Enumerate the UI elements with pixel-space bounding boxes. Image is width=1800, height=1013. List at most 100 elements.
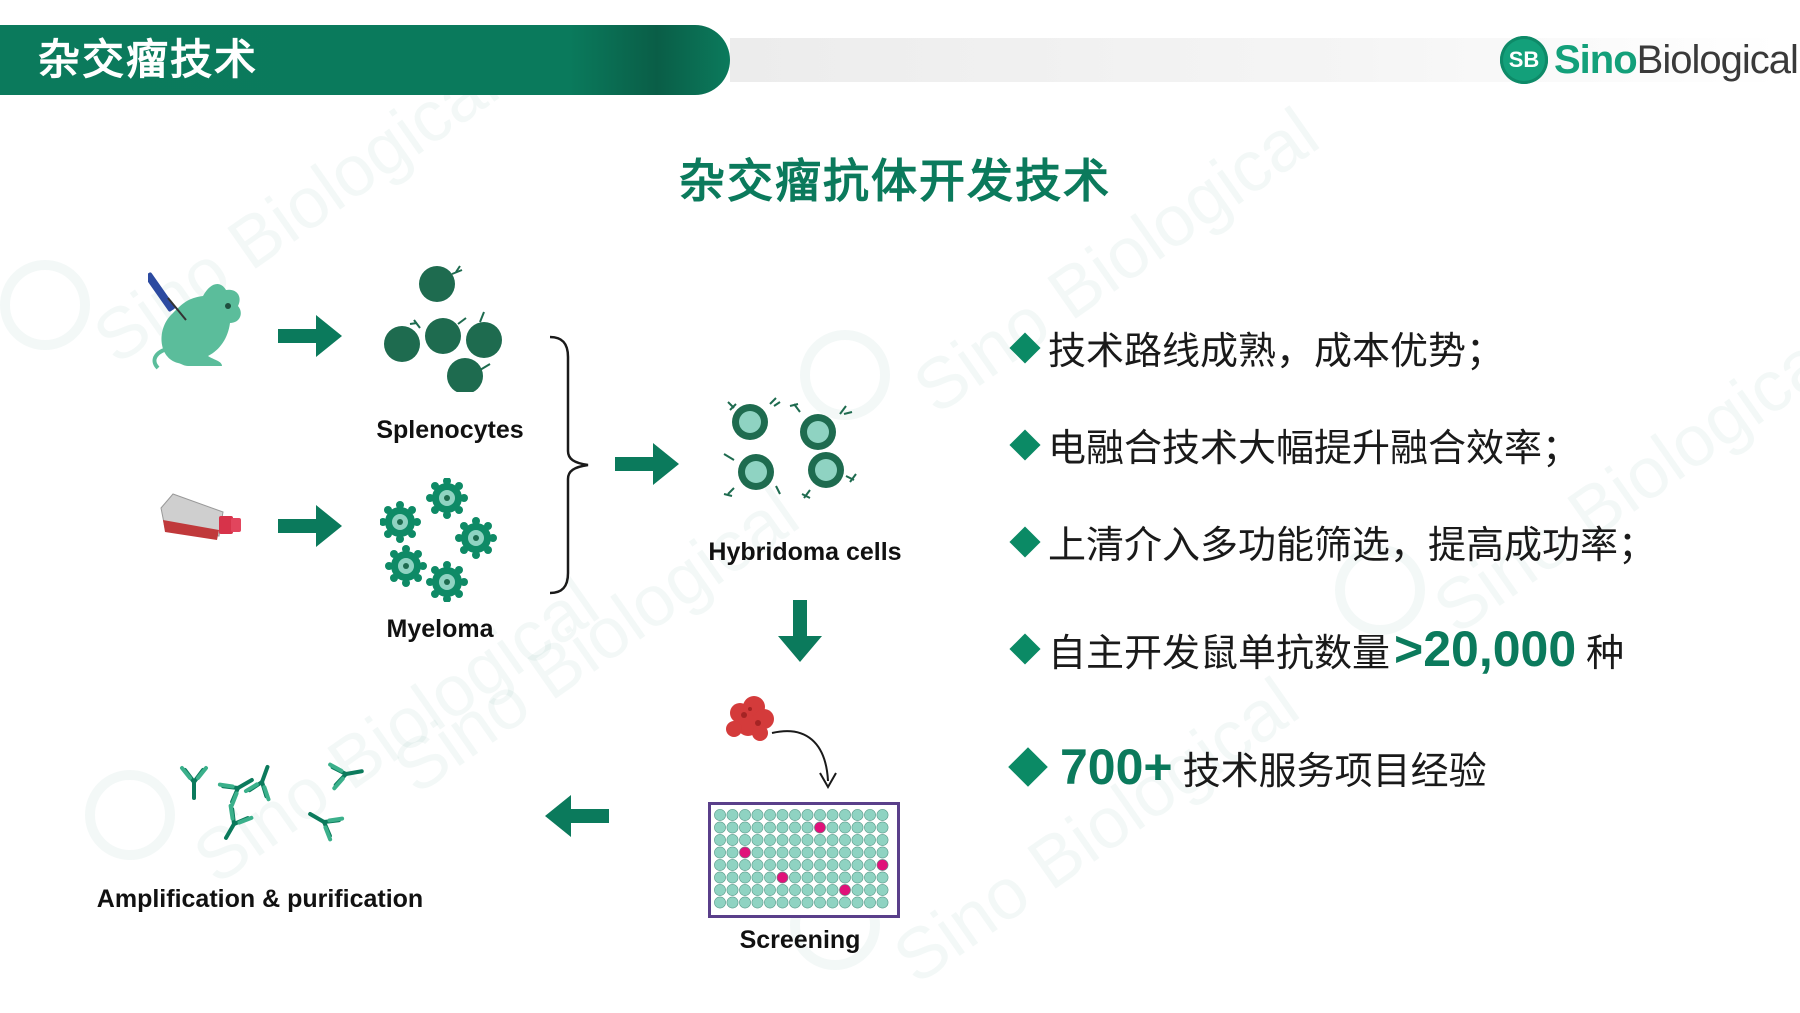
plate-well — [864, 859, 876, 871]
plate-well — [839, 809, 851, 821]
bullet-text: 技术路线成熟，成本优势； — [1048, 329, 1505, 373]
header-bar: 杂交瘤技术 — [0, 25, 730, 95]
plate-well — [726, 896, 739, 909]
plate-well — [826, 884, 839, 896]
plate-well — [814, 834, 826, 846]
plate-well — [764, 871, 776, 884]
splenocytes-cells-icon — [384, 265, 502, 392]
plate-well — [776, 884, 789, 896]
plate-well — [789, 834, 801, 846]
plate-well — [714, 859, 726, 871]
plate-well — [726, 846, 739, 859]
plate-well — [864, 871, 876, 884]
plate-well — [826, 809, 839, 821]
plate-well — [751, 821, 764, 834]
logo-text-sino: Sino — [1554, 37, 1638, 82]
plate-well — [751, 859, 764, 871]
plate-well — [826, 846, 839, 859]
plate-well — [851, 871, 864, 884]
page-header-title: 杂交瘤技术 — [38, 35, 259, 84]
plate-well — [764, 809, 776, 821]
plate-well — [776, 834, 789, 846]
bullet-item: 自主开发鼠单抗数量 >20,000 种 — [1009, 620, 1625, 678]
plate-well — [814, 871, 826, 884]
plate-well — [714, 809, 726, 821]
plate-well — [739, 896, 751, 909]
bullet-diamond-icon — [1009, 331, 1041, 364]
plate-well — [776, 896, 789, 909]
curved-arrow-icon — [771, 730, 837, 790]
plate-well — [801, 834, 814, 846]
plate-well — [876, 871, 889, 884]
plate-well — [726, 884, 739, 896]
plate-well — [739, 821, 751, 834]
arrow-left-icon — [545, 795, 609, 837]
plate-well — [764, 834, 776, 846]
plate-well — [739, 809, 751, 821]
plate-well — [776, 821, 789, 834]
mouse-icon — [148, 272, 241, 370]
plate-well — [864, 821, 876, 834]
screening-label: Screening — [739, 926, 861, 954]
plate-well — [864, 809, 876, 821]
arrow-right-icon — [615, 443, 679, 485]
watermark: Sino Biological — [879, 662, 1313, 1000]
plate-well — [864, 834, 876, 846]
project-count-highlight: 700+ — [1060, 739, 1173, 795]
plate-well — [876, 809, 889, 821]
culture-flask-icon — [160, 493, 241, 540]
plate-well — [726, 809, 739, 821]
hybridoma-label: Hybridoma cells — [708, 538, 902, 566]
plate-well — [876, 834, 889, 846]
plate-well — [814, 846, 826, 859]
plate-well-positive — [876, 859, 889, 871]
plate-well — [789, 871, 801, 884]
plate-well — [751, 834, 764, 846]
antibody-count-highlight: >20,000 — [1394, 621, 1577, 677]
plate-well — [814, 809, 826, 821]
arrow-right-icon — [278, 505, 342, 547]
plate-well — [764, 884, 776, 896]
plate-well — [814, 884, 826, 896]
plate-well — [789, 846, 801, 859]
myeloma-label: Myeloma — [386, 615, 494, 643]
logo-text-biological: Biological — [1636, 37, 1799, 82]
plate-well — [826, 896, 839, 909]
bullet-diamond-icon — [1009, 633, 1041, 665]
hybridoma-cells-icon — [723, 397, 857, 499]
plate-well — [851, 859, 864, 871]
plate-well — [726, 834, 739, 846]
bullet-item: 上清介入多功能筛选，提高成功率； — [1009, 514, 1656, 569]
bullet-item: 技术路线成熟，成本优势； — [1009, 320, 1505, 375]
plate-well — [801, 859, 814, 871]
plate-well — [789, 809, 801, 821]
plate-well — [751, 871, 764, 884]
header-fade-strip — [730, 38, 1780, 82]
plate-well — [814, 896, 826, 909]
plate-well — [876, 884, 889, 896]
plate-well — [864, 846, 876, 859]
plate-well — [764, 846, 776, 859]
brand-logo: SB SinoBiological — [1500, 32, 1799, 88]
bullet-diamond-icon — [1008, 747, 1048, 787]
plate-well — [876, 821, 889, 834]
plate-well — [826, 859, 839, 871]
myeloma-cells-icon — [380, 478, 497, 602]
plate-well — [839, 821, 851, 834]
plate-well — [876, 896, 889, 909]
plate-well — [864, 884, 876, 896]
plate-well — [851, 896, 864, 909]
plate-well — [801, 821, 814, 834]
plate-well — [789, 821, 801, 834]
plate-well — [714, 846, 726, 859]
plate-well — [789, 884, 801, 896]
plate-well — [739, 884, 751, 896]
plate-well — [839, 846, 851, 859]
plate-well — [739, 871, 751, 884]
plate-well-positive — [776, 871, 789, 884]
plate-well — [851, 809, 864, 821]
plate-well — [864, 896, 876, 909]
amplification-label: Amplification & purification — [96, 885, 424, 913]
plate-well — [776, 846, 789, 859]
bullet-unit: 种 — [1586, 630, 1625, 675]
